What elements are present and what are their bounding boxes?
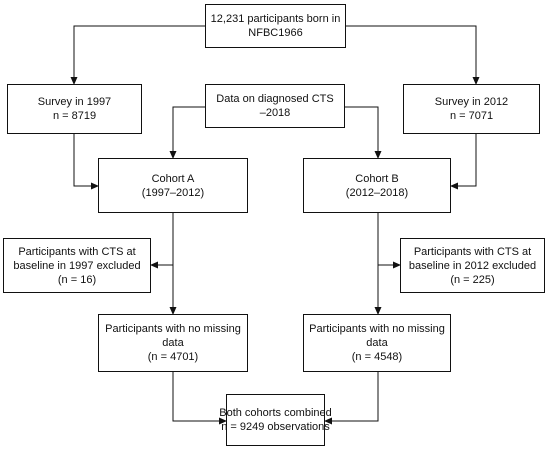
node-excluded-b-line-1: Participants with CTS at xyxy=(413,245,532,258)
node-cohort-b: Cohort B (2012–2018) xyxy=(303,158,451,213)
node-complete-a-line-2: data xyxy=(162,337,184,349)
node-excluded-b: Participants with CTS at baseline in 201… xyxy=(400,238,545,293)
node-survey-2012: Survey in 2012 n = 7071 xyxy=(403,84,540,134)
node-cohort-a-line-2: (1997–2012) xyxy=(141,186,205,199)
node-complete-b-line-3: (n = 4548) xyxy=(351,351,403,363)
node-cts-data-line-1: Data on diagnosed CTS xyxy=(216,93,334,105)
arrow-participants-to-survey1997 xyxy=(70,25,205,85)
node-participants-line-1: 12,231 participants born in xyxy=(210,13,341,25)
arrow-participants-to-survey2012 xyxy=(346,25,480,85)
node-excluded-b-line-2: baseline in 2012 excluded xyxy=(408,259,537,272)
node-cohort-a-line-1: Cohort A xyxy=(151,172,195,185)
arrow-survey2012-to-cohort-b xyxy=(450,134,477,190)
node-excluded-a-line-3: (n = 16) xyxy=(57,273,97,286)
node-survey-1997: Survey in 1997 n = 8719 xyxy=(7,84,142,134)
node-complete-b-line-2: data xyxy=(366,337,388,349)
node-cts-data: Data on diagnosed CTS –2018 xyxy=(205,84,345,128)
node-excluded-b-line-3: (n = 225) xyxy=(450,273,495,286)
node-participants-line-2: NFBC1966 xyxy=(248,27,303,39)
arrow-complete-a-to-combined xyxy=(172,372,227,425)
node-complete-a: Participants with no missing data (n = 4… xyxy=(98,314,248,372)
node-participants: 12,231 participants born in NFBC1966 xyxy=(205,4,346,48)
arrow-cts-to-cohort-b xyxy=(345,106,382,159)
node-complete-b-line-1: Participants with no missing xyxy=(309,323,445,335)
node-excluded-a-line-2: baseline in 1997 excluded xyxy=(13,259,141,272)
node-survey-2012-line-2: n = 7071 xyxy=(449,110,494,122)
node-survey-1997-line-2: n = 8719 xyxy=(52,110,97,122)
node-complete-b: Participants with no missing data (n = 4… xyxy=(303,314,451,372)
arrow-complete-b-to-combined xyxy=(324,372,379,425)
node-cohort-b-line-1: Cohort B xyxy=(355,172,399,185)
node-combined: Both cohorts combined n = 9249 observati… xyxy=(219,394,332,446)
node-survey-1997-line-1: Survey in 1997 xyxy=(37,96,112,108)
node-excluded-a-line-1: Participants with CTS at xyxy=(18,245,136,258)
node-cohort-b-line-2: (2012–2018) xyxy=(345,186,409,199)
arrow-cts-to-cohort-a xyxy=(169,106,205,159)
node-combined-line-2: n = 9249 observations xyxy=(221,421,330,433)
node-combined-line-1: Both cohorts combined xyxy=(219,407,332,419)
node-complete-a-line-1: Participants with no missing xyxy=(105,323,241,335)
node-excluded-a: Participants with CTS at baseline in 199… xyxy=(3,238,151,293)
node-cts-data-line-2: –2018 xyxy=(259,107,291,119)
arrow-survey1997-to-cohort-a xyxy=(73,134,99,190)
node-survey-2012-line-1: Survey in 2012 xyxy=(434,96,509,108)
node-complete-a-line-3: (n = 4701) xyxy=(147,351,199,363)
node-cohort-a: Cohort A (1997–2012) xyxy=(98,158,248,213)
